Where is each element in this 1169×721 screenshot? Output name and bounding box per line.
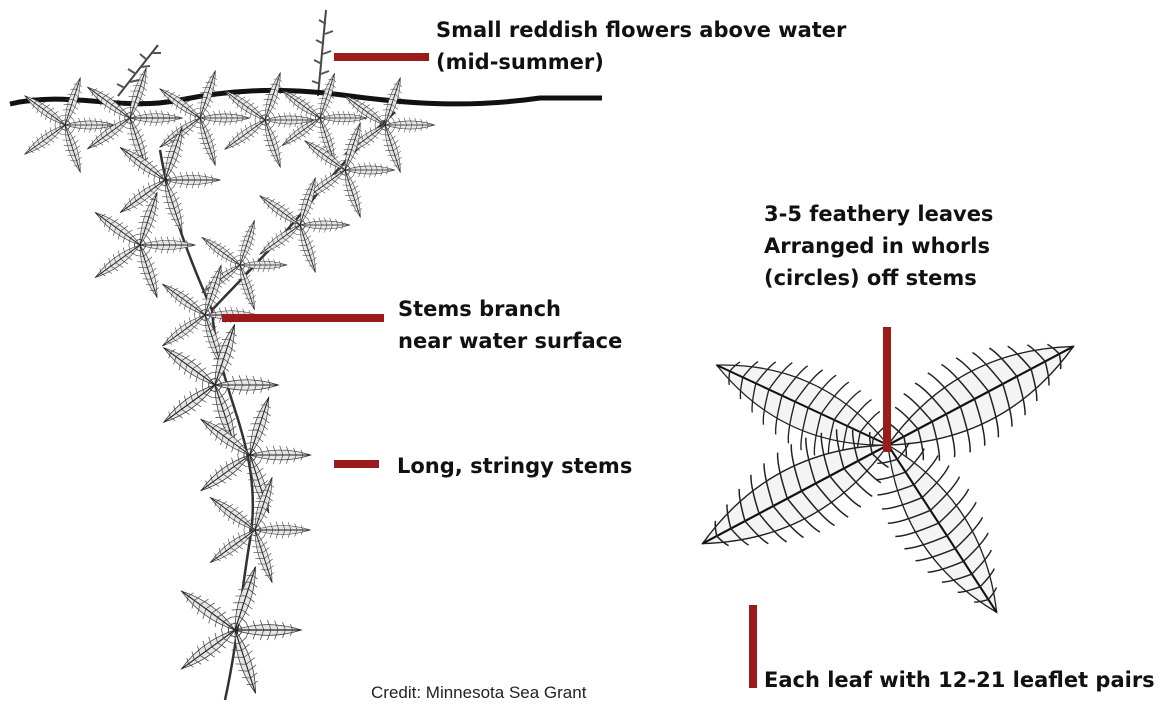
label-whorls-line-3: (circles) off stems xyxy=(764,262,993,294)
label-leaflets: Each leaf with 12-21 leaflet pairs xyxy=(764,664,1155,696)
leader-flowers xyxy=(334,53,429,61)
label-leaflets-line-1: Each leaf with 12-21 leaflet pairs xyxy=(764,664,1155,696)
label-stems-branch: Stems branch near water surface xyxy=(398,293,622,357)
label-flowers: Small reddish flowers above water (mid-s… xyxy=(436,14,846,78)
leader-leaflets xyxy=(749,605,757,688)
label-whorls-line-2: Arranged in whorls xyxy=(764,230,993,262)
label-stems-branch-line-1: Stems branch xyxy=(398,293,622,325)
label-flowers-line-1: Small reddish flowers above water xyxy=(436,14,846,46)
label-flowers-line-2: (mid-summer) xyxy=(436,46,846,78)
credit-text: Credit: Minnesota Sea Grant xyxy=(371,683,586,703)
label-whorls-line-1: 3-5 feathery leaves xyxy=(764,198,993,230)
flower-spikes xyxy=(117,10,333,96)
leader-whorls xyxy=(883,327,891,452)
leader-lines xyxy=(222,53,891,688)
label-stringy-stems: Long, stringy stems xyxy=(397,450,632,482)
label-whorls: 3-5 feathery leaves Arranged in whorls (… xyxy=(764,198,993,294)
label-stems-branch-line-2: near water surface xyxy=(398,325,622,357)
label-stringy-line-1: Long, stringy stems xyxy=(397,450,632,482)
leader-stringy xyxy=(334,460,379,468)
leader-stems-branch xyxy=(222,314,384,322)
stem-whorls xyxy=(20,66,434,696)
